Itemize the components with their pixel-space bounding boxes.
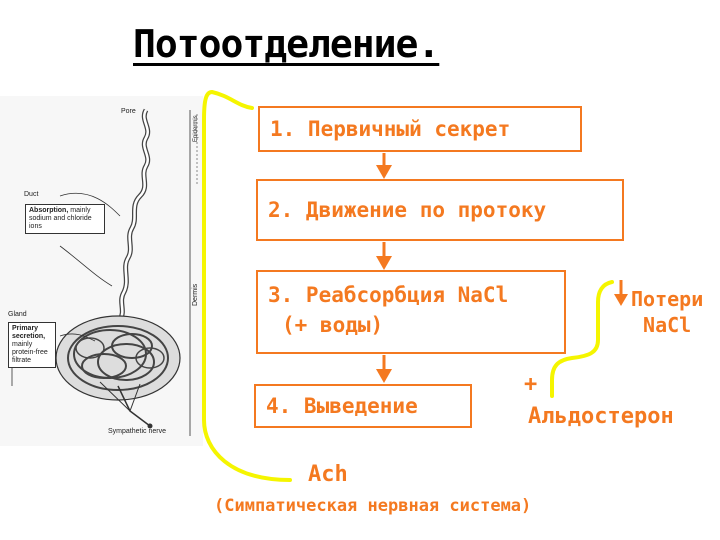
nacl-losses-label: Потери NaCl bbox=[631, 286, 703, 338]
ach-label: Ach bbox=[308, 462, 348, 487]
aldosterone-label: Альдостерон bbox=[528, 404, 674, 429]
losses-arrowhead bbox=[614, 294, 628, 306]
losses-line-1: Потери bbox=[631, 287, 704, 311]
primary-title: Primary secretion, bbox=[12, 325, 46, 340]
absorption-title: Absorption, bbox=[29, 207, 69, 214]
duct-label: Duct bbox=[24, 191, 39, 198]
losses-line-2: NaCl bbox=[643, 313, 692, 337]
plus-sign: + bbox=[524, 372, 538, 397]
sympathetic-nervous-system-label: (Симпатическая нервная система) bbox=[214, 496, 532, 516]
step-3-label: 3. Реабсорбция NaCl bbox=[268, 283, 509, 307]
ach-bracket bbox=[202, 89, 292, 482]
step-2-label: 2. Движение по протоку bbox=[268, 198, 547, 222]
step-1-primary-secretion: 1. Первичный секрет bbox=[258, 106, 582, 152]
pore-label: Pore bbox=[121, 108, 136, 115]
page-title: Потоотделение. bbox=[133, 22, 440, 66]
step-1-label: 1. Первичный секрет bbox=[270, 117, 511, 141]
arrowhead-step2-step3 bbox=[376, 256, 392, 270]
absorption-text: mainly sodium and chloride ions bbox=[29, 207, 92, 230]
sweat-gland-illustration: Pore Duct Absorption, mainly sodium and … bbox=[0, 96, 203, 446]
arrowhead-step3-step4 bbox=[376, 369, 392, 383]
sweat-gland-drawing bbox=[11, 108, 198, 436]
gland-label: Gland bbox=[8, 311, 27, 318]
primary-text: mainly protein-free filtrate bbox=[12, 341, 48, 364]
aldosterone-brace bbox=[550, 280, 614, 398]
nerve-label: Sympathetic nerve bbox=[108, 428, 166, 435]
primary-secretion-box: Primary secretion, mainly protein-free f… bbox=[8, 322, 56, 368]
arrowhead-step1-step2 bbox=[376, 165, 392, 179]
step-3-nacl-reabsorption: 3. Реабсорбция NaCl (+ воды) bbox=[256, 270, 566, 354]
step-4-label: 4. Выведение bbox=[266, 394, 418, 418]
step-4-excretion: 4. Выведение bbox=[254, 384, 472, 428]
step-2-duct-movement: 2. Движение по протоку bbox=[256, 179, 624, 241]
absorption-box: Absorption, mainly sodium and chloride i… bbox=[25, 204, 105, 234]
step-3-sublabel: (+ воды) bbox=[282, 313, 384, 337]
